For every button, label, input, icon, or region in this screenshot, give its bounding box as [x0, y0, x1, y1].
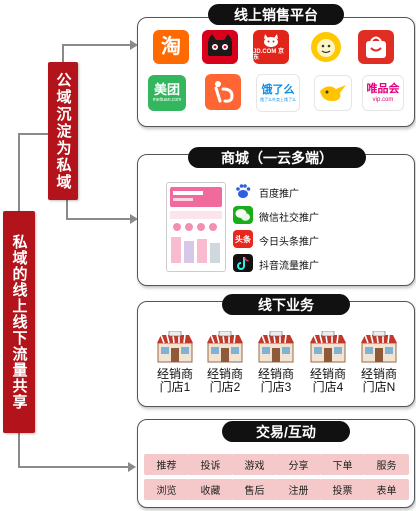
- action-button[interactable]: 表单: [364, 479, 409, 500]
- arrow-to-platforms: [130, 40, 138, 50]
- action-button[interactable]: 售后: [232, 479, 277, 500]
- store-label-line1: 经销商: [257, 367, 294, 381]
- store-label: 经销商门店N: [353, 368, 405, 394]
- store-label-line2: 门店2: [209, 380, 241, 394]
- section-title-interaction: 交易/互动: [222, 421, 350, 442]
- store-label-line2: 门店4: [312, 380, 344, 394]
- wechat-icon[interactable]: [233, 206, 253, 224]
- store-label-line2: 门店N: [362, 380, 396, 394]
- baidu-paw-icon: [236, 184, 251, 198]
- store-icon: [359, 330, 399, 363]
- action-button[interactable]: 游戏: [232, 454, 277, 475]
- action-button[interactable]: 投诉: [188, 454, 233, 475]
- action-button[interactable]: 收藏: [188, 479, 233, 500]
- store-icon: [205, 330, 245, 363]
- store-label: 经销商门店3: [250, 368, 302, 394]
- store-icon: [155, 330, 195, 363]
- douyin-note-icon: [237, 257, 249, 270]
- suning-icon[interactable]: [308, 30, 344, 64]
- pinduoduo-bag-icon: [366, 36, 386, 58]
- fliggy-icon[interactable]: [314, 75, 352, 111]
- store-label: 经销商门店2: [199, 368, 251, 394]
- store-icon: [308, 330, 348, 363]
- store-label: 经销商门店4: [302, 368, 354, 394]
- connector: [66, 200, 68, 220]
- private-traffic-sharing-banner: 私域的线上线下流量共享: [3, 211, 35, 433]
- connector: [66, 218, 132, 220]
- store-label-line1: 经销商: [360, 367, 397, 381]
- store-label-line2: 门店3: [260, 380, 292, 394]
- action-button[interactable]: 服务: [364, 454, 409, 475]
- connector: [62, 44, 64, 62]
- store-icon: [256, 330, 296, 363]
- promo-label-wechat: 微信社交推广: [259, 213, 319, 224]
- meituan-icon[interactable]: 美团 meituan.com: [148, 75, 186, 111]
- connector: [62, 44, 132, 46]
- eleme-icon[interactable]: 饿了么 饿了么外卖上饿了么: [256, 74, 300, 112]
- fliggy-creature-icon: [320, 85, 346, 101]
- promo-label-baidu: 百度推广: [259, 189, 299, 200]
- promo-label-douyin: 抖音流量推广: [259, 261, 319, 272]
- action-button[interactable]: 浏览: [144, 479, 189, 500]
- dianping-icon[interactable]: [205, 74, 241, 110]
- dianping-person-icon: [214, 81, 234, 103]
- tmall-icon[interactable]: [202, 30, 238, 64]
- store-label: 经销商门店1: [149, 368, 201, 394]
- connector: [18, 134, 20, 212]
- douyin-icon[interactable]: [233, 254, 253, 272]
- suning-lion-icon: [311, 32, 341, 62]
- wechat-bubbles-icon: [235, 209, 250, 221]
- connector: [18, 432, 20, 468]
- action-button[interactable]: 下单: [320, 454, 365, 475]
- pinduoduo-icon[interactable]: [358, 30, 394, 64]
- action-button[interactable]: 注册: [276, 479, 321, 500]
- mall-app-screenshot: [166, 182, 226, 272]
- section-title-online-platforms: 线上销售平台: [208, 4, 344, 25]
- jd-icon[interactable]: JD.COM 京东: [253, 30, 289, 64]
- store-label-line1: 经销商: [206, 367, 243, 381]
- connector: [18, 466, 130, 468]
- store-label-line1: 经销商: [309, 367, 346, 381]
- baidu-icon[interactable]: [233, 182, 253, 200]
- arrow-to-interaction: [128, 462, 136, 472]
- vip-icon[interactable]: 唯品会 vip.com: [362, 75, 404, 111]
- toutiao-icon[interactable]: 头条: [233, 230, 253, 248]
- jd-dog-icon: [264, 33, 278, 47]
- store-label-line1: 经销商: [156, 367, 193, 381]
- connector: [18, 133, 48, 135]
- section-title-mall: 商城（一云多端）: [188, 147, 366, 168]
- section-title-offline: 线下业务: [222, 294, 350, 315]
- public-to-private-banner: 公域沉淀为私域: [48, 62, 78, 200]
- action-button[interactable]: 分享: [276, 454, 321, 475]
- promo-label-toutiao: 今日头条推广: [259, 237, 319, 248]
- arrow-to-mall: [130, 214, 138, 224]
- action-button[interactable]: 推荐: [144, 454, 189, 475]
- taobao-icon[interactable]: 淘: [153, 30, 189, 64]
- store-label-line2: 门店1: [159, 380, 191, 394]
- tmall-cat-icon: [208, 34, 232, 56]
- action-button[interactable]: 投票: [320, 479, 365, 500]
